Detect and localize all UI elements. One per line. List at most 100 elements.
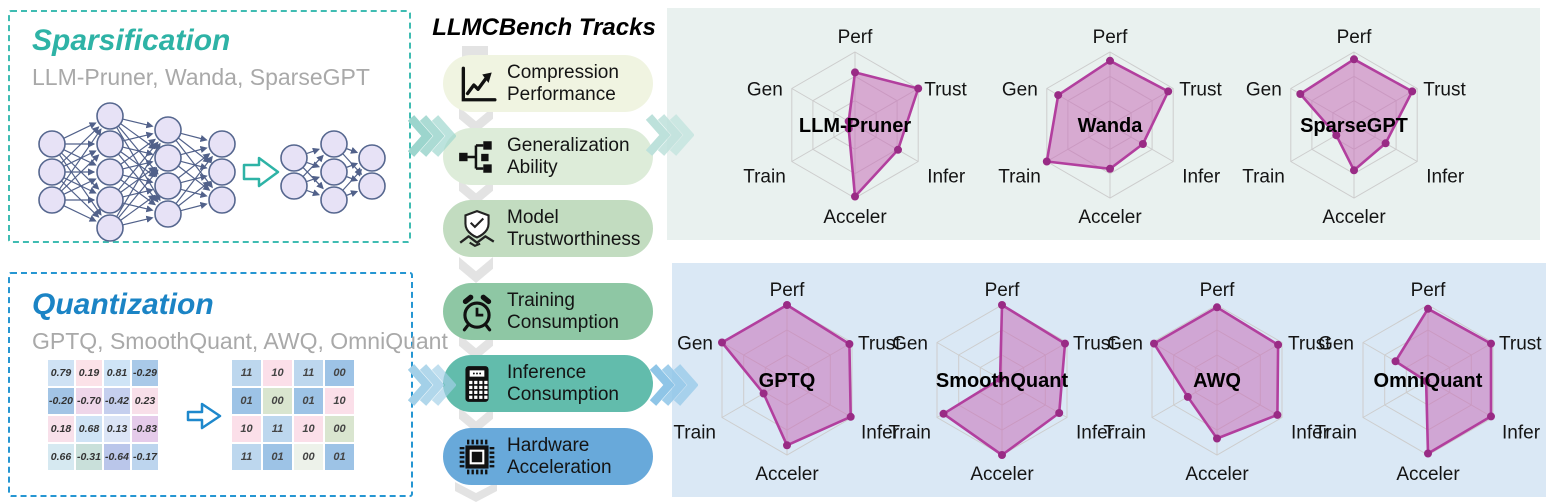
network-node [96, 214, 124, 242]
radar-model-name: Wanda [1078, 115, 1144, 137]
radar-axis-label: Perf [770, 280, 806, 301]
matrix-cell: 0.81 [104, 360, 130, 386]
radar-axis-label: Train [743, 167, 786, 188]
radar-axis-label: Train [888, 423, 931, 444]
matrix-cell: 10 [232, 416, 261, 442]
network-node [208, 186, 236, 214]
network-node [96, 130, 124, 158]
radar-axis-label: Acceler [755, 464, 819, 485]
matrix-cell: 0.68 [76, 416, 102, 442]
radar-axis-label: Acceler [1078, 207, 1142, 228]
network-node [358, 172, 386, 200]
flow-arrow-segment [459, 107, 493, 133]
radar-axis-label: Trust [1179, 80, 1222, 101]
matrix-cell: 11 [232, 360, 261, 386]
matrix-cell: 0.13 [104, 416, 130, 442]
chip-icon [456, 436, 498, 478]
network-node [38, 130, 66, 158]
radar-axis-label: Infer [1076, 423, 1115, 444]
tracks-title: LLMCBench Tracks [432, 14, 656, 41]
matrix-cell: -0.29 [132, 360, 158, 386]
sparsification-title: Sparsification [32, 24, 231, 57]
radar-axis-label: Gen [1107, 334, 1143, 355]
radar-axis-label: Trust [858, 334, 901, 355]
radar-axis-label: Perf [985, 280, 1021, 301]
matrix-cell: 11 [294, 360, 323, 386]
radar-axis-label: Train [998, 167, 1041, 188]
radar-model-name: SmoothQuant [936, 370, 1069, 392]
radar-axis-label: Perf [1200, 280, 1236, 301]
flow-arrow-segment [455, 482, 497, 502]
radar-axis-label: Perf [838, 27, 874, 48]
radar-axis-label: Gen [892, 334, 928, 355]
network-node [280, 172, 308, 200]
flow-arrow-segment [459, 257, 493, 283]
pruning-diagram [38, 102, 386, 242]
radar-axis-label: Gen [1246, 80, 1282, 101]
radar-axis-label: Acceler [823, 207, 887, 228]
radar-axis-label: Acceler [1396, 464, 1460, 485]
radar-axis-label: Acceler [970, 464, 1034, 485]
matrix-cell: 01 [325, 444, 354, 470]
radar-axis-label: Gen [1002, 80, 1038, 101]
radar-axis-label: Train [673, 423, 716, 444]
radar-axis-label: Perf [1337, 27, 1373, 48]
matrix-cell: 0.79 [48, 360, 74, 386]
triple-chevron-icon [408, 364, 456, 406]
radar-axis-label: Infer [1502, 423, 1541, 444]
radar-axis-label: Trust [1499, 334, 1542, 355]
flow-arrow-segment [459, 407, 493, 433]
matrix-cell: 0.23 [132, 388, 158, 414]
radar-axis-label: Acceler [1322, 207, 1386, 228]
triple-chevron-icon [408, 115, 456, 157]
prune-arrow-icon [242, 156, 280, 188]
network-node [96, 186, 124, 214]
matrix-cell: 10 [294, 416, 323, 442]
radar-model-name: AWQ [1193, 370, 1241, 392]
matrix-cell: 11 [263, 416, 292, 442]
network-node [154, 116, 182, 144]
flow-arrow-segment [459, 179, 493, 205]
radar-axis-label: Train [1314, 423, 1357, 444]
radar-model-name: LLM-Pruner [799, 115, 911, 137]
radar-model-name: GPTQ [759, 370, 816, 392]
matrix-cell: 11 [232, 444, 261, 470]
matrix-cell: 01 [294, 388, 323, 414]
matrix-cell: -0.42 [104, 388, 130, 414]
network-node [38, 158, 66, 186]
matrix-cell: -0.64 [104, 444, 130, 470]
network-node [208, 130, 236, 158]
matrix-cell: 0.18 [48, 416, 74, 442]
network-node [208, 158, 236, 186]
matrix-cell: 10 [263, 360, 292, 386]
chart-line-icon [456, 63, 498, 105]
network-node [96, 158, 124, 186]
network-node [154, 172, 182, 200]
matrix-cell: -0.17 [132, 444, 158, 470]
radar-axis-label: Acceler [1185, 464, 1249, 485]
triple-chevron-icon [646, 114, 694, 156]
network-node [96, 102, 124, 130]
radar-model-name: SparseGPT [1300, 115, 1408, 137]
matrix-cell: 10 [325, 388, 354, 414]
radar-axis-label: Infer [1291, 423, 1330, 444]
shield-handshake-icon [456, 208, 498, 250]
radar-axis-label: Perf [1093, 27, 1129, 48]
quantization-methods: GPTQ, SmoothQuant, AWQ, OmniQuant [32, 328, 448, 354]
network-node [154, 144, 182, 172]
